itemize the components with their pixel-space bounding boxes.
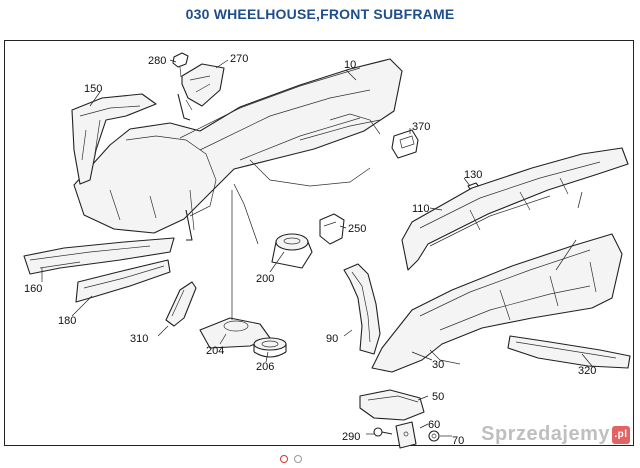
label-270: 270 [230,53,248,65]
watermark-text: Sprzedajemy [481,423,610,445]
label-250: 250 [348,223,366,235]
part-270-bracket[interactable] [177,63,225,121]
part-320-lower-rail[interactable] [507,335,631,369]
label-310: 310 [130,333,148,345]
part-10-main-assembly[interactable] [73,58,403,241]
part-90-arm[interactable] [343,263,381,355]
part-70-nut[interactable] [428,430,440,442]
part-250-bracket[interactable] [319,213,345,245]
part-180-rail[interactable] [75,259,171,303]
leader-lines [41,59,593,437]
carousel-dot-1[interactable] [280,455,288,463]
part-160-lower-member[interactable] [23,237,175,275]
part-290-bolt[interactable] [373,427,393,437]
label-320: 320 [578,365,596,377]
diagram-frame [4,40,634,446]
part-150-front-panel[interactable] [71,93,157,185]
label-160: 160 [24,283,42,295]
label-10: 10 [344,59,356,71]
part-200-strut-tower[interactable] [271,233,313,269]
part-110-right-rail[interactable] [401,147,629,271]
part-310-strip[interactable] [165,281,197,327]
label-280: 280 [148,55,166,67]
carousel-dots [280,450,308,468]
watermark-badge: .pl [612,425,630,444]
label-290: 290 [342,431,360,443]
label-110: 110 [412,203,430,215]
part-206-ring[interactable] [253,337,287,358]
label-60: 60 [428,419,440,431]
part-370-ring[interactable] [391,129,419,159]
diagram-title: 030 WHEELHOUSE,FRONT SUBFRAME [185,6,455,22]
carousel-dot-2[interactable] [294,455,302,463]
part-50-bracket[interactable] [359,389,425,421]
label-70: 70 [452,435,464,447]
watermark: Sprzedajemy.pl [481,423,630,446]
label-130: 130 [464,169,482,181]
label-150: 150 [84,83,102,95]
label-200: 200 [256,273,274,285]
label-206: 206 [256,361,274,373]
label-370: 370 [412,121,430,133]
label-50: 50 [432,391,444,403]
part-280-bolt[interactable] [172,52,189,78]
label-180: 180 [58,315,76,327]
part-60-plate[interactable] [395,421,417,449]
label-204: 204 [206,345,224,357]
label-90: 90 [326,333,338,345]
label-30: 30 [432,359,444,371]
part-labels: 280 270 10 150 370 130 110 250 200 160 1… [24,53,596,447]
part-30-right-wheelhouse[interactable] [371,233,623,373]
